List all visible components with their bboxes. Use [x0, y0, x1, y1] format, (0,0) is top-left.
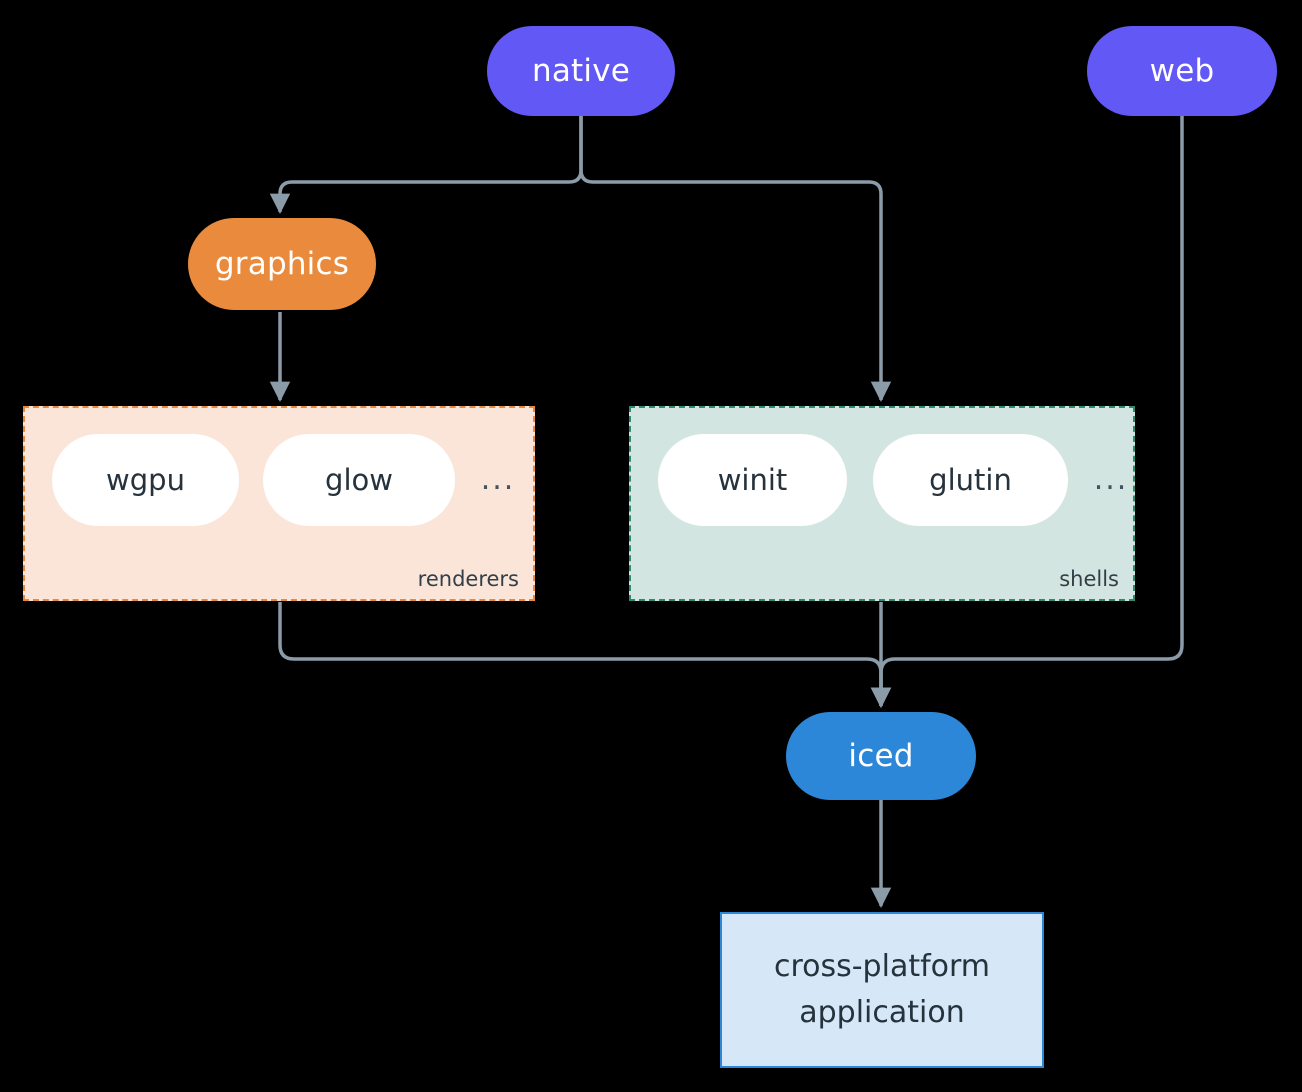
node-native-label: native	[531, 52, 631, 89]
edge-renderers-to-iced	[278, 602, 892, 709]
group-renderers: wgpu glow ... renderers	[23, 406, 535, 601]
node-web[interactable]: web	[1087, 26, 1277, 116]
leaf-glow-label: glow	[325, 463, 393, 497]
edge-native-to-shells	[579, 114, 892, 403]
node-native[interactable]: native	[487, 26, 675, 116]
renderers-ellipsis: ...	[480, 461, 516, 497]
node-graphics[interactable]: graphics	[188, 218, 376, 310]
node-web-label: web	[1149, 52, 1215, 89]
group-shells-label: shells	[1059, 567, 1119, 591]
node-cross-platform-application[interactable]: cross-platform application	[720, 912, 1044, 1068]
leaf-wgpu[interactable]: wgpu	[52, 434, 239, 526]
leaf-glutin[interactable]: glutin	[873, 434, 1068, 526]
leaf-winit-label: winit	[717, 463, 788, 497]
leaf-glutin-label: glutin	[929, 463, 1012, 497]
group-shells: winit glutin ... shells	[629, 406, 1135, 601]
leaf-wgpu-label: wgpu	[106, 463, 185, 497]
application-label-line2: application	[799, 995, 965, 1030]
leaf-glow[interactable]: glow	[263, 434, 455, 526]
edge-native-to-graphics	[269, 114, 583, 215]
node-iced[interactable]: iced	[786, 712, 976, 800]
leaf-winit[interactable]: winit	[658, 434, 847, 526]
node-graphics-label: graphics	[214, 245, 350, 282]
application-label-line1: cross-platform	[773, 948, 991, 984]
group-renderers-label: renderers	[417, 567, 519, 591]
shells-ellipsis: ...	[1093, 461, 1129, 497]
node-iced-label: iced	[848, 737, 914, 774]
